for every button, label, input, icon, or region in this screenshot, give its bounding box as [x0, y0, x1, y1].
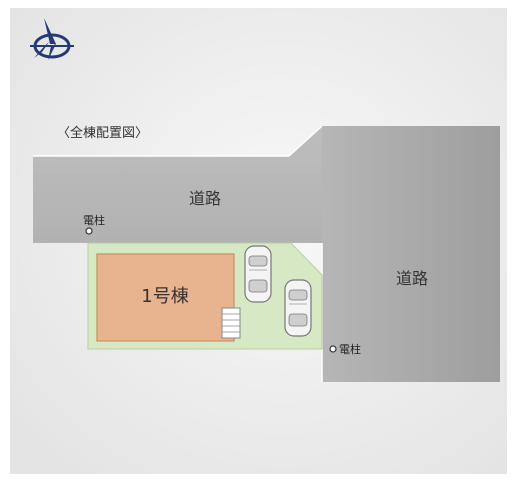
- stairs-icon: [221, 307, 241, 339]
- right-road-label: 道路: [396, 269, 428, 288]
- car-icon: [284, 279, 312, 337]
- compass-icon: [30, 18, 74, 60]
- pole-label-top: 電柱: [83, 213, 105, 227]
- top-road-label: 道路: [189, 189, 221, 208]
- utility-pole-icon: [329, 345, 337, 353]
- plan-title: 〈全棟配置図〉: [57, 125, 148, 141]
- building-1: [96, 253, 235, 342]
- pole-label-right: 電柱: [339, 342, 361, 356]
- car-icon: [244, 245, 272, 303]
- utility-pole-icon: [85, 227, 93, 235]
- building-label: 1号棟: [141, 286, 188, 307]
